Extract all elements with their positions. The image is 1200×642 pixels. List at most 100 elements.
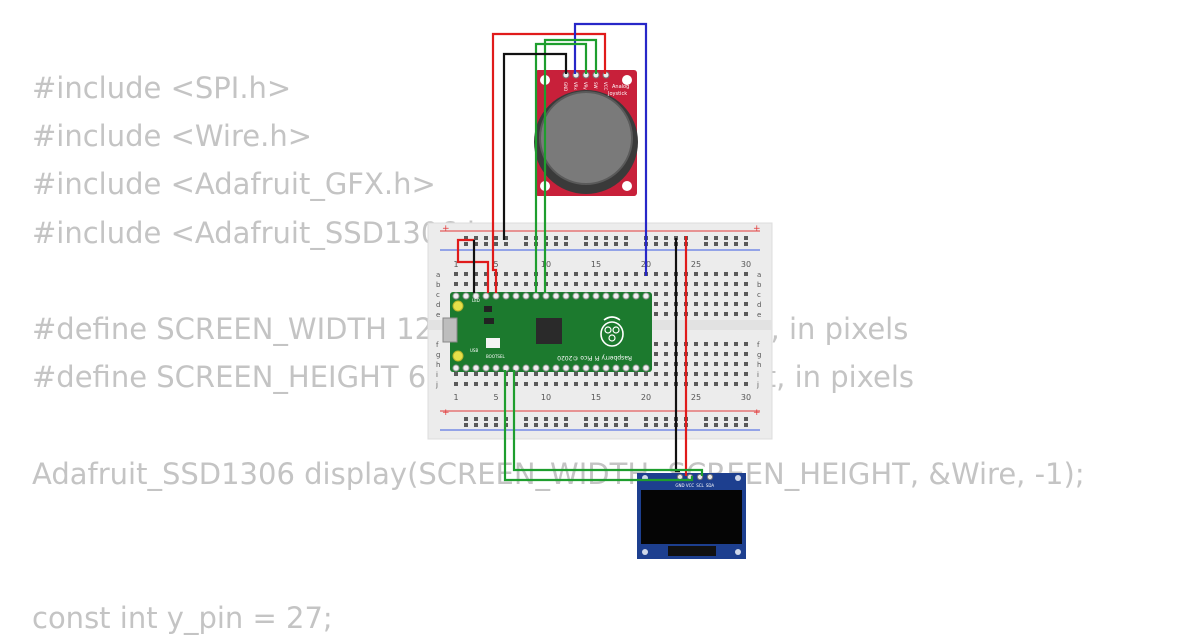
row-letter: h xyxy=(757,361,761,369)
rail-plus-label-bottom: + xyxy=(442,408,450,418)
breadboard-hole xyxy=(604,272,608,276)
pico-pin xyxy=(522,364,530,372)
row-letter: f xyxy=(757,341,760,349)
breadboard-hole xyxy=(744,372,748,376)
breadboard-hole xyxy=(484,382,488,386)
column-number: 15 xyxy=(591,393,601,402)
rail-hole xyxy=(534,417,538,421)
breadboard-hole xyxy=(704,292,708,296)
rail-hole xyxy=(544,417,548,421)
breadboard-hole xyxy=(694,282,698,286)
breadboard-hole xyxy=(694,372,698,376)
breadboard-hole xyxy=(634,372,638,376)
rail-hole xyxy=(714,242,718,246)
pico-pin xyxy=(452,292,460,300)
breadboard-hole xyxy=(664,342,668,346)
breadboard-hole xyxy=(614,272,618,276)
breadboard-hole xyxy=(704,352,708,356)
rail-hole xyxy=(464,236,468,240)
breadboard-hole xyxy=(714,312,718,316)
rail-hole xyxy=(704,236,708,240)
breadboard-hole xyxy=(574,372,578,376)
breadboard-hole xyxy=(704,382,708,386)
pico-pin xyxy=(532,292,540,300)
breadboard-hole xyxy=(564,372,568,376)
pico-pin xyxy=(642,364,650,372)
rail-hole xyxy=(734,423,738,427)
rail-hole xyxy=(714,236,718,240)
breadboard-hole xyxy=(514,372,518,376)
rail-hole xyxy=(664,423,668,427)
wire-green-vry xyxy=(543,38,598,293)
rail-hole xyxy=(644,417,648,421)
rail-hole xyxy=(624,417,628,421)
breadboard-hole xyxy=(484,272,488,276)
oled-pin xyxy=(676,473,684,481)
breadboard-hole xyxy=(584,382,588,386)
rail-hole xyxy=(664,417,668,421)
breadboard-hole xyxy=(724,282,728,286)
wire-red-vcc xyxy=(491,32,607,222)
pico-pin xyxy=(492,364,500,372)
breadboard-hole xyxy=(654,342,658,346)
row-letter: i xyxy=(757,371,759,379)
row-letter: b xyxy=(436,281,441,289)
row-letter: g xyxy=(757,351,761,359)
code-line: #include <Adafruit_GFX.h> xyxy=(32,167,436,202)
row-letter: e xyxy=(436,311,440,319)
rail-hole xyxy=(744,417,748,421)
pico-pin xyxy=(582,364,590,372)
pico-pin xyxy=(482,292,490,300)
rail-hole xyxy=(504,236,508,240)
breadboard-hole xyxy=(534,372,538,376)
breadboard-hole xyxy=(724,312,728,316)
rail-hole xyxy=(494,417,498,421)
rail-hole xyxy=(494,242,498,246)
rail-hole xyxy=(524,236,528,240)
breadboard-hole xyxy=(734,352,738,356)
breadboard-hole xyxy=(714,272,718,276)
breadboard-hole xyxy=(654,362,658,366)
wire-blue-sw xyxy=(573,22,648,276)
breadboard-hole xyxy=(654,282,658,286)
breadboard-hole xyxy=(664,292,668,296)
pico-pin xyxy=(612,364,620,372)
breadboard-hole xyxy=(624,282,628,286)
pico-pin xyxy=(482,364,490,372)
raspberry-logo-icon xyxy=(600,316,624,347)
rail-hole xyxy=(724,417,728,421)
breadboard-hole xyxy=(744,352,748,356)
breadboard-hole xyxy=(574,272,578,276)
breadboard-hole xyxy=(544,382,548,386)
row-letter: a xyxy=(757,271,761,279)
breadboard-hole xyxy=(664,272,668,276)
rail-hole xyxy=(464,242,468,246)
breadboard-hole xyxy=(464,282,468,286)
pico-pin xyxy=(462,364,470,372)
breadboard-hole xyxy=(454,272,458,276)
breadboard-hole xyxy=(494,382,498,386)
rail-hole xyxy=(644,423,648,427)
led-label: LED xyxy=(472,298,480,303)
row-letter: h xyxy=(436,361,440,369)
breadboard-hole xyxy=(604,282,608,286)
breadboard-hole xyxy=(664,312,668,316)
breadboard-hole xyxy=(464,272,468,276)
breadboard-hole xyxy=(564,272,568,276)
bootsel-label: BOOTSEL xyxy=(486,354,505,359)
rail-hole xyxy=(474,236,478,240)
rail-hole xyxy=(734,417,738,421)
rail-hole xyxy=(534,423,538,427)
breadboard-hole xyxy=(724,382,728,386)
rail-hole xyxy=(554,417,558,421)
breadboard-hole xyxy=(614,382,618,386)
breadboard-hole xyxy=(654,292,658,296)
rail-hole xyxy=(714,417,718,421)
breadboard-hole xyxy=(554,382,558,386)
breadboard-hole xyxy=(534,382,538,386)
breadboard-hole xyxy=(694,292,698,296)
row-letter: g xyxy=(436,351,440,359)
row-letter: c xyxy=(436,291,440,299)
